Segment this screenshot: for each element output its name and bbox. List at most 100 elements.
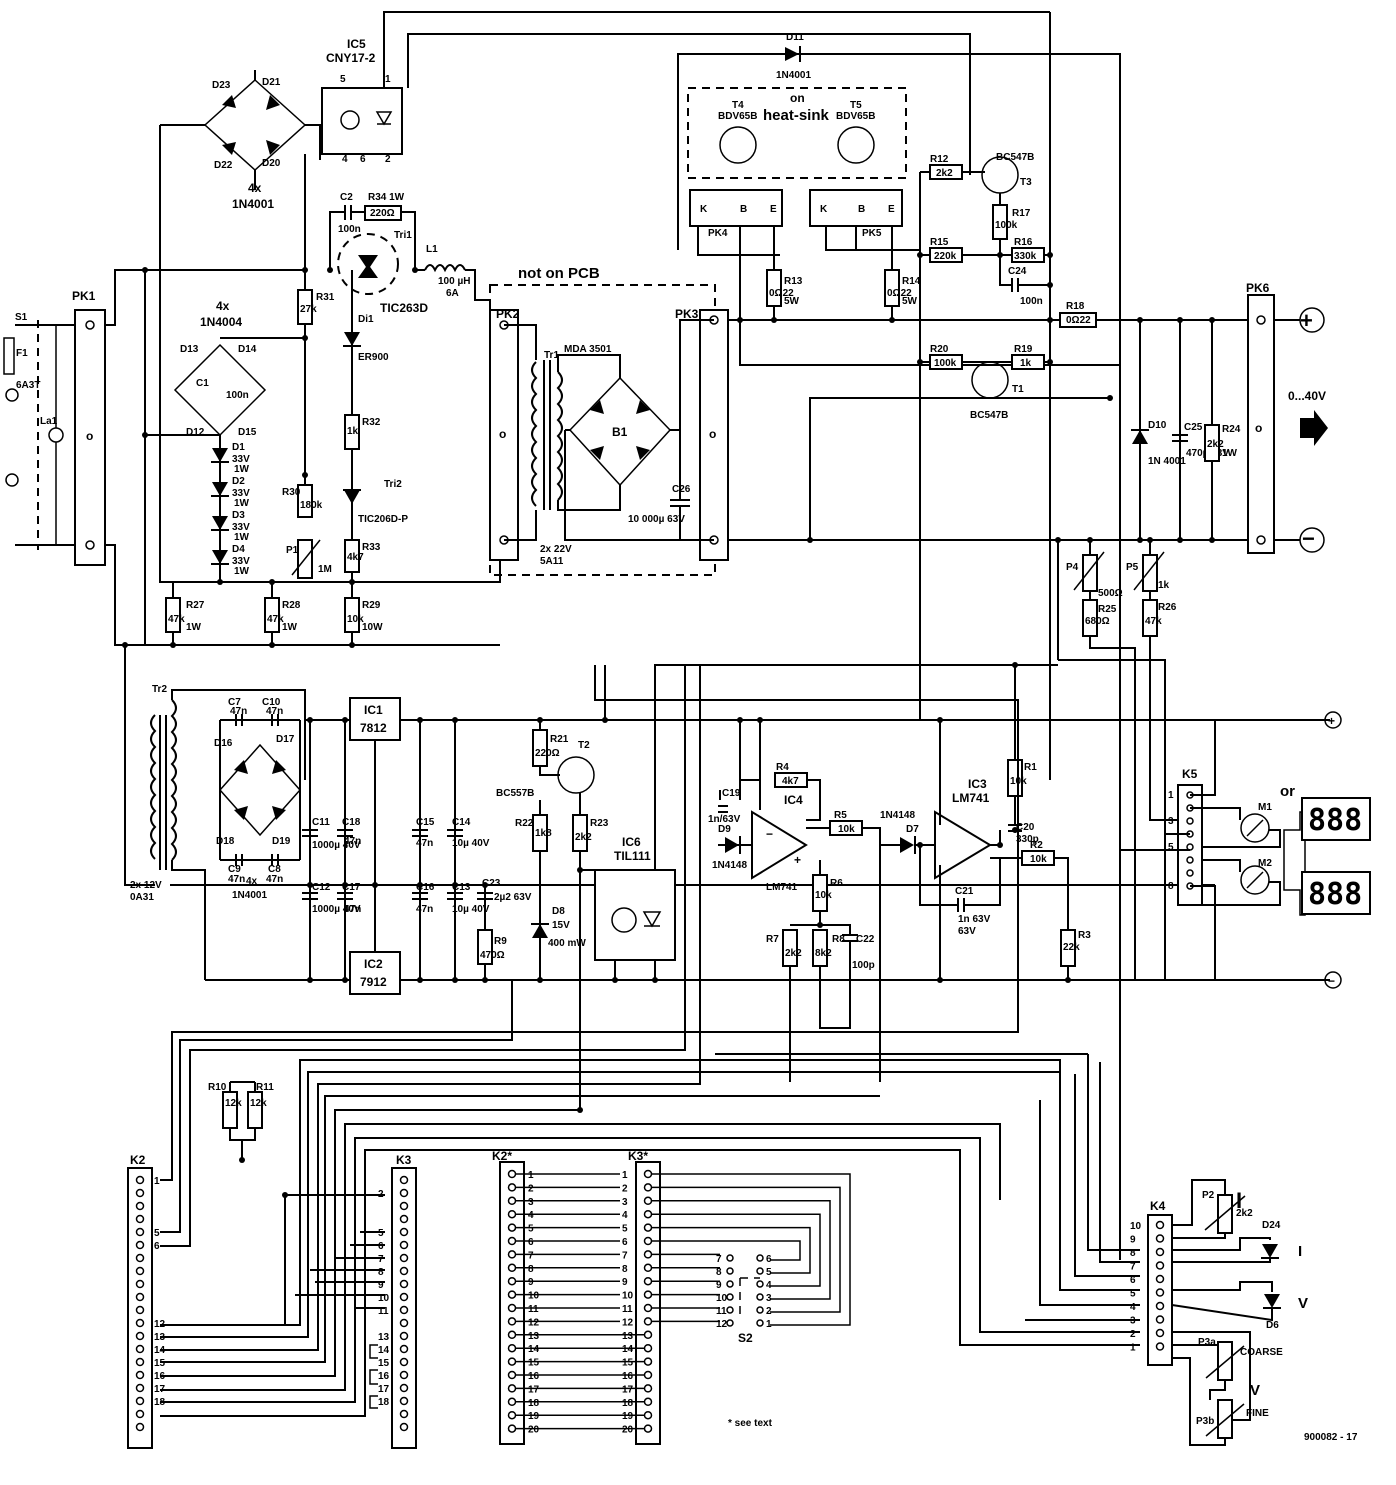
c18-label: C18	[342, 817, 361, 828]
r7-label: R7	[766, 934, 779, 945]
bridge1-part: 1N4001	[232, 197, 274, 211]
d19-label: D19	[272, 836, 291, 847]
svg-text:1000µ 40V: 1000µ 40V	[312, 904, 361, 915]
d22-label: D22	[214, 160, 233, 171]
d14-label: D14	[238, 344, 257, 355]
k2-pin-number: 17	[154, 1384, 166, 1395]
svg-text:K: K	[700, 204, 708, 215]
svg-text:5W: 5W	[902, 296, 918, 307]
svg-text:5: 5	[340, 74, 346, 85]
k2star-pin-number: 4	[528, 1210, 534, 1221]
svg-text:1W: 1W	[186, 622, 202, 633]
r33-label: R33	[362, 542, 381, 553]
s2-contact-number: 5	[766, 1267, 772, 1278]
junctions	[122, 252, 1215, 1198]
ic1-part: 7812	[360, 721, 387, 735]
meter-section: K5 13 58 + − M1 M2 or 888 888	[1120, 711, 1371, 989]
r6-label: R6	[830, 878, 843, 889]
svg-text:47n: 47n	[416, 838, 433, 849]
d6-label: D6	[1266, 1320, 1279, 1331]
k3star-pin-number: 20	[622, 1425, 634, 1436]
k3star-pin	[643, 1357, 653, 1366]
d20-label: D20	[262, 158, 281, 169]
svg-text:−: −	[766, 827, 773, 841]
svg-text:1k8: 1k8	[535, 828, 552, 839]
s2-wire	[652, 1173, 851, 1326]
k2star-pin	[507, 1276, 517, 1286]
tr1-label: Tr1	[544, 350, 559, 361]
b1-label: B1	[612, 425, 628, 439]
ic5-label: IC5	[347, 37, 366, 51]
k2-pin-number: 16	[154, 1371, 166, 1382]
k3star-pin-number: 7	[622, 1250, 628, 1261]
svg-text:5: 5	[1168, 842, 1174, 853]
r34-label: R34 1W	[368, 192, 405, 203]
svg-text:220k: 220k	[934, 251, 957, 262]
k3star-pin	[643, 1330, 653, 1340]
svg-text:15V: 15V	[552, 920, 570, 931]
k4-pin-number: 2	[1130, 1329, 1136, 1340]
c2-label: C2	[340, 192, 353, 203]
svg-text:100n: 100n	[1020, 296, 1043, 307]
r12-label: R12	[930, 154, 949, 165]
k2star-pin	[507, 1250, 517, 1259]
k3star-pin-number: 12	[622, 1317, 634, 1328]
k3-pin-number: 8	[378, 1267, 384, 1278]
k3-pin	[399, 1266, 409, 1276]
k2-pin-number: 18	[154, 1397, 166, 1408]
k4-pin	[1155, 1261, 1165, 1270]
c15-label: C15	[416, 817, 435, 828]
k3star-pin-number: 6	[622, 1237, 628, 1248]
r11-label: R11	[256, 1082, 274, 1093]
tr2-current: 0A31	[130, 892, 154, 903]
k3-pin	[399, 1240, 409, 1250]
k4-pin	[1155, 1274, 1165, 1284]
tri1-label: Tri1	[394, 230, 412, 241]
p3b-label: P3b	[1196, 1416, 1214, 1427]
pk2-label: PK2	[496, 307, 520, 321]
svg-text:500Ω: 500Ω	[1098, 588, 1123, 599]
k2-label: K2	[130, 1153, 146, 1167]
k3-pin-number: 11	[378, 1306, 389, 1317]
s2-contact-number: 4	[766, 1280, 772, 1291]
k2-pin	[135, 1396, 145, 1406]
t4-label: T4	[732, 100, 744, 111]
svg-text:1k: 1k	[347, 426, 359, 437]
m1-label: M1	[1258, 802, 1272, 813]
r3-label: R3	[1078, 930, 1091, 941]
k3star-pin	[643, 1317, 653, 1326]
d13-label: D13	[180, 344, 199, 355]
svg-text:2µ2 63V: 2µ2 63V	[494, 892, 532, 903]
k2star-pin-number: 3	[528, 1197, 534, 1208]
k3star-pin	[643, 1397, 653, 1407]
k3star-pin	[643, 1384, 653, 1393]
svg-text:0Ω22: 0Ω22	[769, 288, 794, 299]
s2-contact-number: 10	[716, 1293, 728, 1304]
svg-text:B: B	[858, 204, 865, 215]
k2star-pin-number: 9	[528, 1277, 534, 1288]
s2-contact	[756, 1306, 764, 1314]
d8-label: D8	[552, 906, 565, 917]
k3-pin-number: 6	[378, 1241, 384, 1252]
bridge2-qty: 4x	[216, 299, 230, 313]
k2star-pin-number: 2	[528, 1183, 534, 1194]
svg-text:10k: 10k	[838, 824, 855, 835]
k3star-label: K3*	[628, 1149, 648, 1163]
ic1-label: IC1	[364, 703, 383, 717]
k2-pin	[135, 1357, 145, 1367]
l1-label: L1	[426, 244, 438, 255]
ic6-part: TIL111	[614, 849, 651, 863]
s2-wire	[652, 1240, 801, 1261]
k4-pin	[1155, 1288, 1165, 1297]
k3star-pin-number: 1	[622, 1170, 628, 1181]
k2-pin	[135, 1383, 145, 1393]
k3-pin	[399, 1227, 409, 1237]
k3star-pin-number: 15	[622, 1358, 634, 1369]
k2-pin	[135, 1175, 145, 1185]
pk1-label: PK1	[72, 289, 96, 303]
s2-label: S2	[738, 1331, 753, 1345]
svg-text:33V: 33V	[232, 454, 250, 465]
svg-text:330k: 330k	[1014, 251, 1037, 262]
